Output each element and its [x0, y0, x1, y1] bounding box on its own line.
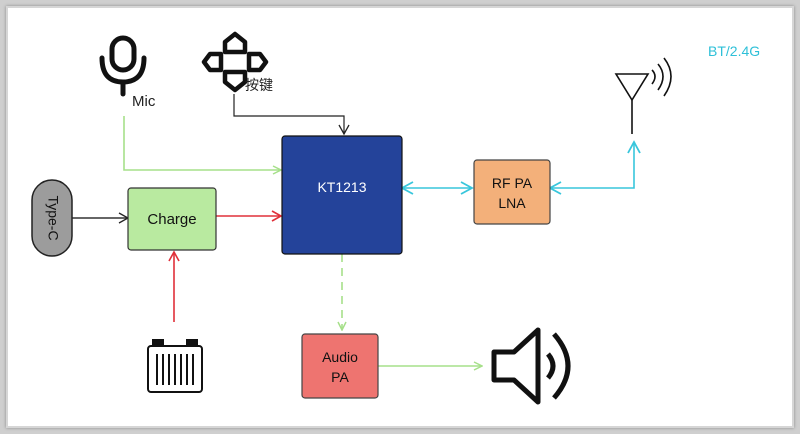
chip-block: KT1213 [281, 135, 403, 255]
mic-label: Mic [132, 93, 156, 110]
audio-pa-block: Audio PA [301, 333, 379, 399]
block-diagram: BT/2.4G Mic 按键 Type-C Charge KT1 [31, 31, 760, 405]
typec-connector: Type-C [31, 179, 73, 257]
audio-label-line2: PA [331, 369, 349, 385]
band-label: BT/2.4G [708, 43, 760, 59]
charge-block: Charge [127, 187, 217, 251]
diagram-canvas: BT/2.4G Mic 按键 Type-C Charge KT1 [6, 6, 794, 428]
audio-label-line1: Audio [322, 349, 358, 365]
rf-label-line2: LNA [498, 195, 526, 211]
battery-icon [147, 339, 203, 393]
chip-label: KT1213 [317, 179, 366, 195]
rf-label-line1: RF PA [492, 175, 533, 191]
speaker-icon [491, 327, 571, 405]
typec-label: Type-C [45, 195, 61, 240]
antenna-icon [614, 57, 672, 134]
button-to-chip-line [233, 94, 350, 136]
charge-label: Charge [147, 211, 196, 228]
microphone-icon [99, 35, 147, 97]
mic-to-chip-line [123, 116, 281, 170]
rf-pa-lna-block: RF PA LNA [473, 159, 551, 225]
button-label: 按键 [245, 77, 273, 93]
rf-antenna-link [548, 140, 641, 195]
gamepad-button-icon [201, 31, 269, 93]
